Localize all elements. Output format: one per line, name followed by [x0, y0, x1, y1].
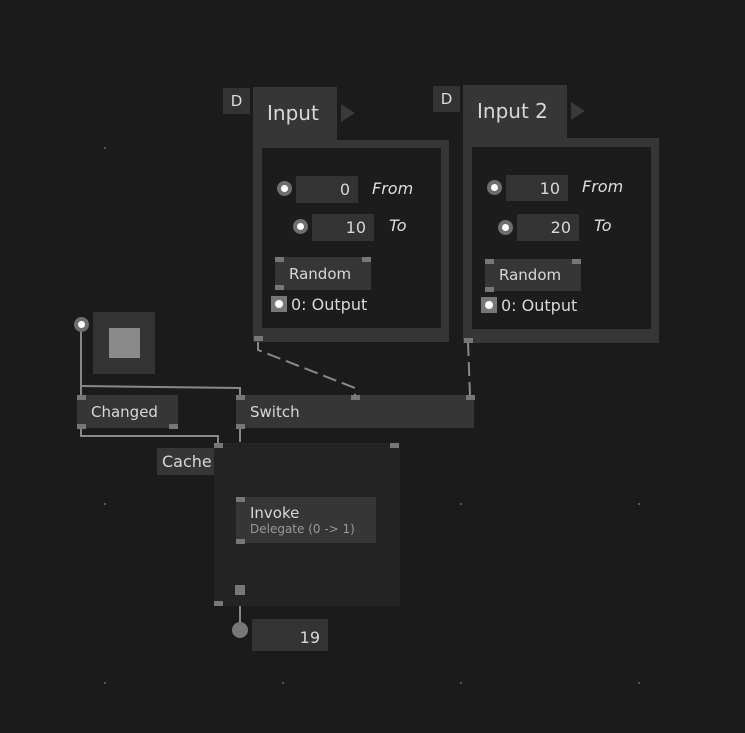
pin[interactable]: [169, 424, 178, 429]
play-arrow-icon[interactable]: [341, 104, 355, 122]
output-pin[interactable]: [481, 297, 497, 313]
pin[interactable]: [485, 287, 494, 292]
invoke-subtitle: Delegate (0 -> 1): [250, 522, 355, 536]
io-pin-to[interactable]: [498, 220, 513, 235]
grid-dot: [104, 503, 106, 505]
debug-button-input1[interactable]: D: [223, 88, 250, 114]
pin[interactable]: [572, 259, 581, 264]
border-control-point[interactable]: [235, 585, 245, 595]
output-pin[interactable]: [271, 296, 287, 312]
io-pin-to[interactable]: [293, 219, 308, 234]
random-node[interactable]: Random: [485, 259, 581, 291]
io-pin-from[interactable]: [277, 181, 292, 196]
pin[interactable]: [362, 257, 371, 262]
pin[interactable]: [77, 424, 86, 429]
from-value-box[interactable]: 0: [296, 176, 358, 203]
pin[interactable]: [236, 424, 245, 429]
random-node[interactable]: Random: [275, 257, 371, 290]
to-label: To: [594, 216, 612, 235]
grid-dot: [460, 682, 462, 684]
pin[interactable]: [236, 539, 245, 544]
play-arrow-icon[interactable]: [571, 102, 585, 120]
grid-dot: [638, 682, 640, 684]
from-label: From: [372, 179, 414, 198]
io-pin-toggle[interactable]: [74, 317, 89, 332]
pin[interactable]: [214, 443, 223, 448]
region-title-input1[interactable]: Input: [253, 87, 337, 141]
to-value-box[interactable]: 20: [517, 214, 579, 241]
output-label: 0: Output: [291, 295, 368, 314]
toggle-button[interactable]: [93, 312, 155, 374]
cache-label[interactable]: Cache: [157, 448, 214, 475]
pin[interactable]: [214, 601, 223, 606]
changed-node[interactable]: Changed: [77, 395, 178, 428]
debug-button-input2[interactable]: D: [433, 86, 460, 112]
pin[interactable]: [236, 497, 245, 502]
grid-dot: [638, 503, 640, 505]
grid-dot: [104, 682, 106, 684]
region-title-input2[interactable]: Input 2: [463, 85, 567, 139]
region-output-pin[interactable]: [464, 338, 473, 343]
io-pin-result[interactable]: [232, 622, 248, 638]
invoke-title: Invoke: [250, 504, 300, 522]
from-label: From: [582, 177, 624, 196]
pin[interactable]: [351, 395, 360, 400]
invoke-node[interactable]: Invoke Delegate (0 -> 1): [236, 497, 376, 543]
io-pin-from[interactable]: [487, 180, 502, 195]
pin[interactable]: [390, 443, 399, 448]
pin[interactable]: [77, 395, 86, 400]
pin[interactable]: [485, 259, 494, 264]
output-label: 0: Output: [501, 296, 578, 315]
to-label: To: [389, 216, 407, 235]
grid-dot: [282, 682, 284, 684]
region-output-pin[interactable]: [254, 336, 263, 341]
pin[interactable]: [275, 285, 284, 290]
pin[interactable]: [275, 257, 284, 262]
switch-node[interactable]: Switch: [236, 395, 474, 428]
result-value-box[interactable]: 19: [252, 619, 328, 651]
to-value-box[interactable]: 10: [312, 214, 374, 241]
pin[interactable]: [466, 395, 475, 400]
from-value-box[interactable]: 10: [506, 175, 568, 201]
pin[interactable]: [236, 395, 245, 400]
grid-dot: [104, 147, 106, 149]
grid-dot: [460, 503, 462, 505]
